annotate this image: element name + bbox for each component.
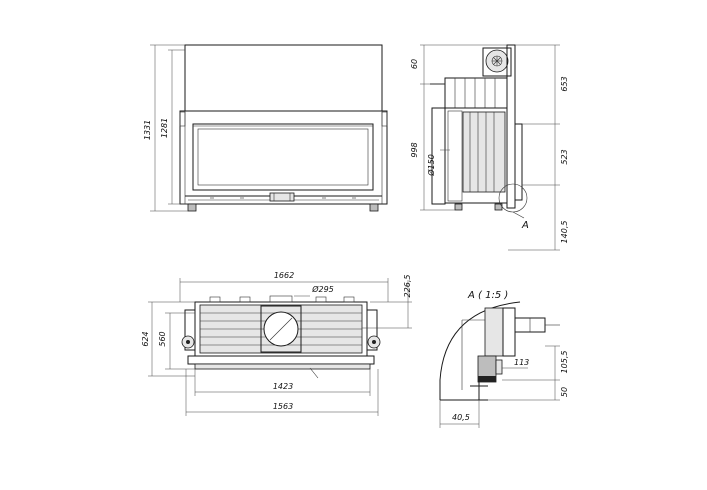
dim-1423: 1423 <box>273 382 293 391</box>
detail-a-view <box>439 301 560 428</box>
dim-998: 998 <box>410 142 419 157</box>
dim-50: 50 <box>560 387 569 397</box>
front-foot-left <box>187 203 197 212</box>
dim-226-5: 226,5 <box>403 275 412 298</box>
dim-140-5: 140,5 <box>560 221 569 244</box>
dim-1563: 1563 <box>273 402 293 411</box>
front-view <box>150 44 388 212</box>
dim-624: 624 <box>141 331 150 346</box>
detail-title: A ( 1:5 ) <box>467 290 508 301</box>
detail-a-label: A <box>521 220 529 231</box>
dim-60: 60 <box>410 59 419 69</box>
front-body <box>179 110 388 205</box>
dim-113: 113 <box>514 358 529 367</box>
plan-view <box>148 278 412 416</box>
dim-105-5: 105,5 <box>560 351 569 374</box>
dim-1331: 1331 <box>143 120 152 140</box>
dim-plan-flue-295: Ø295 <box>311 284 334 294</box>
dim-40-5: 40,5 <box>452 413 470 422</box>
dim-653: 653 <box>560 76 569 91</box>
front-glass <box>192 123 374 191</box>
front-foot-right <box>369 203 379 212</box>
dim-1281: 1281 <box>160 118 169 138</box>
front-hood <box>184 44 383 112</box>
dim-523: 523 <box>560 149 569 164</box>
dim-1662: 1662 <box>274 271 294 280</box>
dim-560: 560 <box>158 331 167 346</box>
dim-flue-150: Ø150 <box>426 154 436 177</box>
side-view <box>420 44 560 251</box>
air-control-handle <box>269 192 295 202</box>
